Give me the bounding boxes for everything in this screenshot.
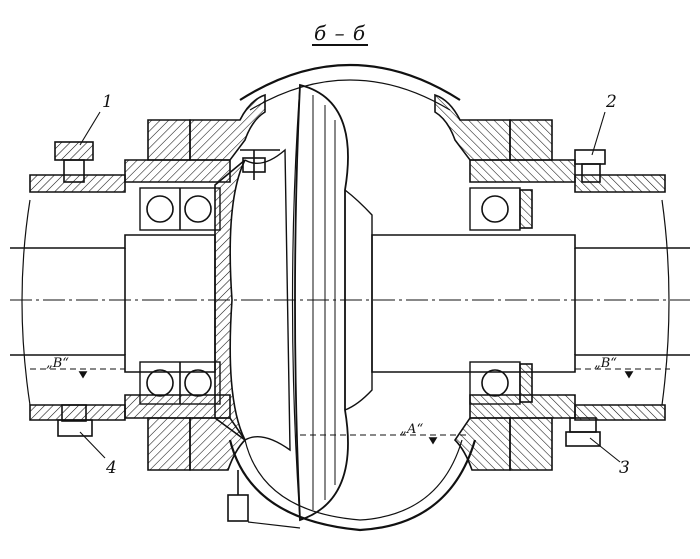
left-shaft <box>10 199 216 406</box>
marker-left-b <box>78 371 88 379</box>
leader-4 <box>79 431 106 459</box>
section-title: б – б <box>312 21 369 46</box>
section-mark-left-b: „В“ <box>46 356 69 371</box>
dome-cover-bottom <box>228 439 477 532</box>
bolt-3 <box>565 417 601 447</box>
left-bearing-bottom <box>139 361 221 405</box>
right-housing-top <box>434 93 666 193</box>
callout-2: 2 <box>606 92 617 112</box>
bolt-center-top <box>242 150 266 180</box>
bolt-1 <box>54 141 94 183</box>
marker-a <box>428 437 438 445</box>
leader-1 <box>79 111 101 146</box>
dome-cover-top <box>239 63 461 111</box>
callout-4: 4 <box>106 458 117 478</box>
left-housing-bottom <box>29 394 247 471</box>
central-disc <box>291 83 373 522</box>
leader-3 <box>589 437 621 463</box>
callout-1: 1 <box>102 92 113 112</box>
left-hub <box>214 148 291 452</box>
callout-3: 3 <box>619 458 630 478</box>
marker-right-b <box>624 371 634 379</box>
right-bearing-top <box>469 187 533 231</box>
left-bearing-top <box>139 187 221 231</box>
bolt-4 <box>57 404 93 437</box>
right-housing-bottom <box>453 394 666 471</box>
leader-2 <box>591 111 606 156</box>
bolt-bottom-left <box>227 470 301 529</box>
bolt-2 <box>574 149 606 183</box>
right-bearing-bottom <box>469 361 533 405</box>
section-mark-a: „А“ <box>400 422 424 437</box>
section-mark-right-b: „В“ <box>594 356 617 371</box>
